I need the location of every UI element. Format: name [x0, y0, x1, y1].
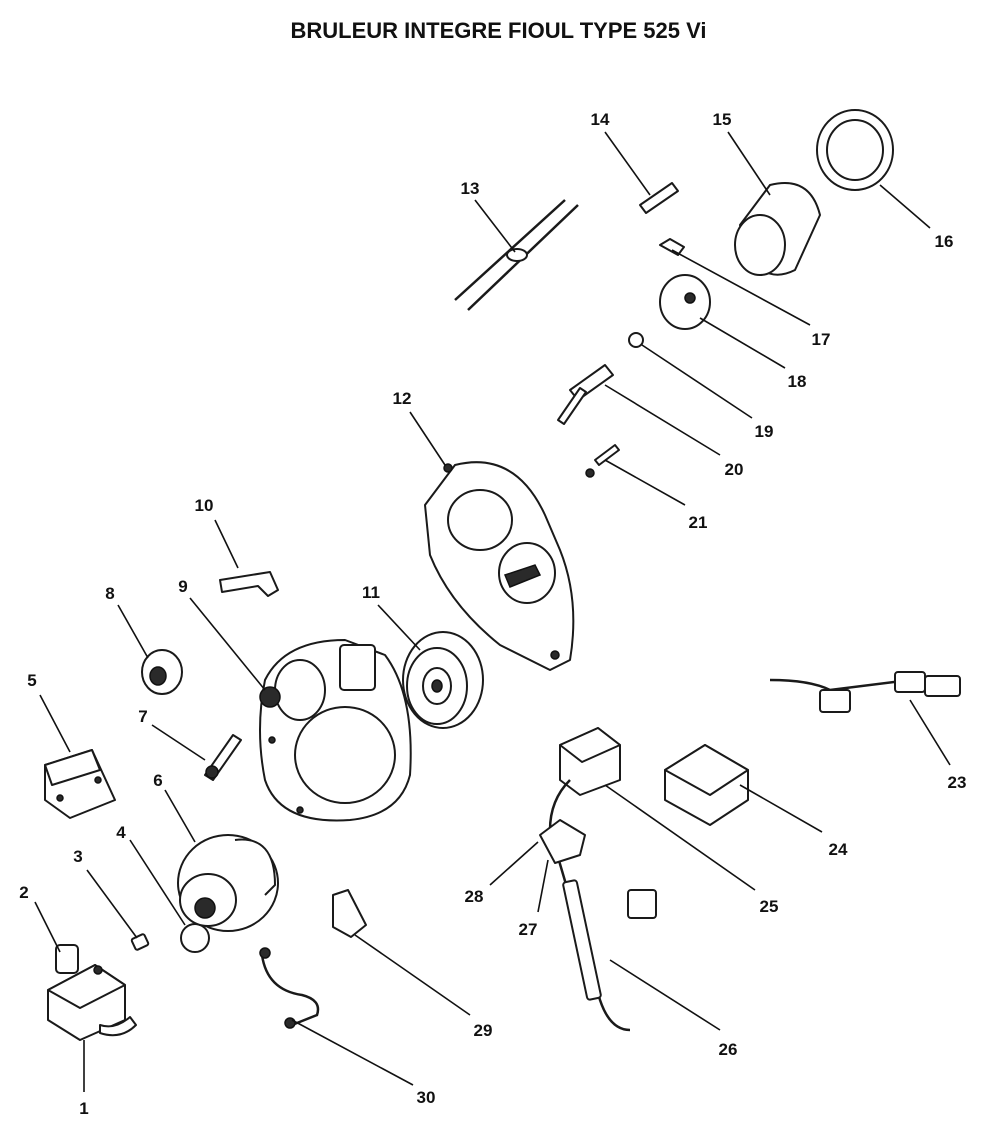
- part-14-bracket: [639, 182, 679, 214]
- label-7: 7: [138, 707, 147, 726]
- label-12: 12: [393, 389, 412, 408]
- label-9: 9: [178, 577, 187, 596]
- part-3-nozzle: [130, 933, 150, 951]
- label-26: 26: [719, 1040, 738, 1059]
- label-8: 8: [105, 584, 114, 603]
- label-30: 30: [417, 1088, 436, 1107]
- label-16: 16: [935, 232, 954, 251]
- part-20-nozzle-holder: [557, 364, 614, 425]
- part-5-box: [44, 749, 116, 819]
- leader-lines: [34, 131, 951, 1092]
- part-23-harness: [769, 671, 961, 713]
- part-21-screw: [585, 444, 620, 478]
- callout-numbers: 1 2 3 4 5 6 7 8 9 10 11 12 13 14 15 16 1…: [19, 110, 966, 1118]
- label-6: 6: [153, 771, 162, 790]
- part-10-clip: [219, 571, 279, 597]
- part-25-relay: [559, 727, 621, 796]
- label-19: 19: [755, 422, 774, 441]
- part-19-nut: [628, 332, 644, 348]
- part-26-28-assembly: [539, 779, 657, 1032]
- part-7-electrode: [204, 734, 242, 781]
- part-15-blast-tube: [734, 182, 821, 276]
- part-6-motor: [177, 834, 279, 932]
- part-17-clip: [659, 238, 685, 256]
- part-1-2-solenoid: [47, 944, 137, 1041]
- part-8-coupling: [141, 649, 183, 695]
- part-11-fan: [402, 631, 484, 729]
- label-23: 23: [948, 773, 967, 792]
- part-18-head: [659, 274, 711, 330]
- part-9-housing: [259, 639, 412, 822]
- part-24-control-box: [664, 744, 749, 826]
- label-20: 20: [725, 460, 744, 479]
- part-4-tube: [180, 923, 210, 953]
- label-21: 21: [689, 513, 708, 532]
- part-16-gasket: [816, 109, 894, 191]
- label-17: 17: [812, 330, 831, 349]
- label-25: 25: [760, 897, 779, 916]
- label-13: 13: [461, 179, 480, 198]
- label-27: 27: [519, 920, 538, 939]
- part-13-cables: [454, 199, 579, 311]
- part-12-plate: [424, 461, 575, 671]
- label-3: 3: [73, 847, 82, 866]
- label-11: 11: [362, 583, 380, 602]
- label-1: 1: [79, 1099, 88, 1118]
- label-29: 29: [474, 1021, 493, 1040]
- label-24: 24: [829, 840, 848, 859]
- label-2: 2: [19, 883, 28, 902]
- part-30-cable: [259, 947, 320, 1029]
- diagram-title: BRULEUR INTEGRE FIOUL TYPE 525 Vi: [290, 18, 707, 43]
- label-15: 15: [713, 110, 732, 129]
- part-29-plate: [332, 889, 367, 938]
- label-28: 28: [465, 887, 484, 906]
- label-10: 10: [195, 496, 214, 515]
- label-18: 18: [788, 372, 807, 391]
- label-4: 4: [116, 823, 126, 842]
- label-14: 14: [591, 110, 610, 129]
- label-5: 5: [27, 671, 36, 690]
